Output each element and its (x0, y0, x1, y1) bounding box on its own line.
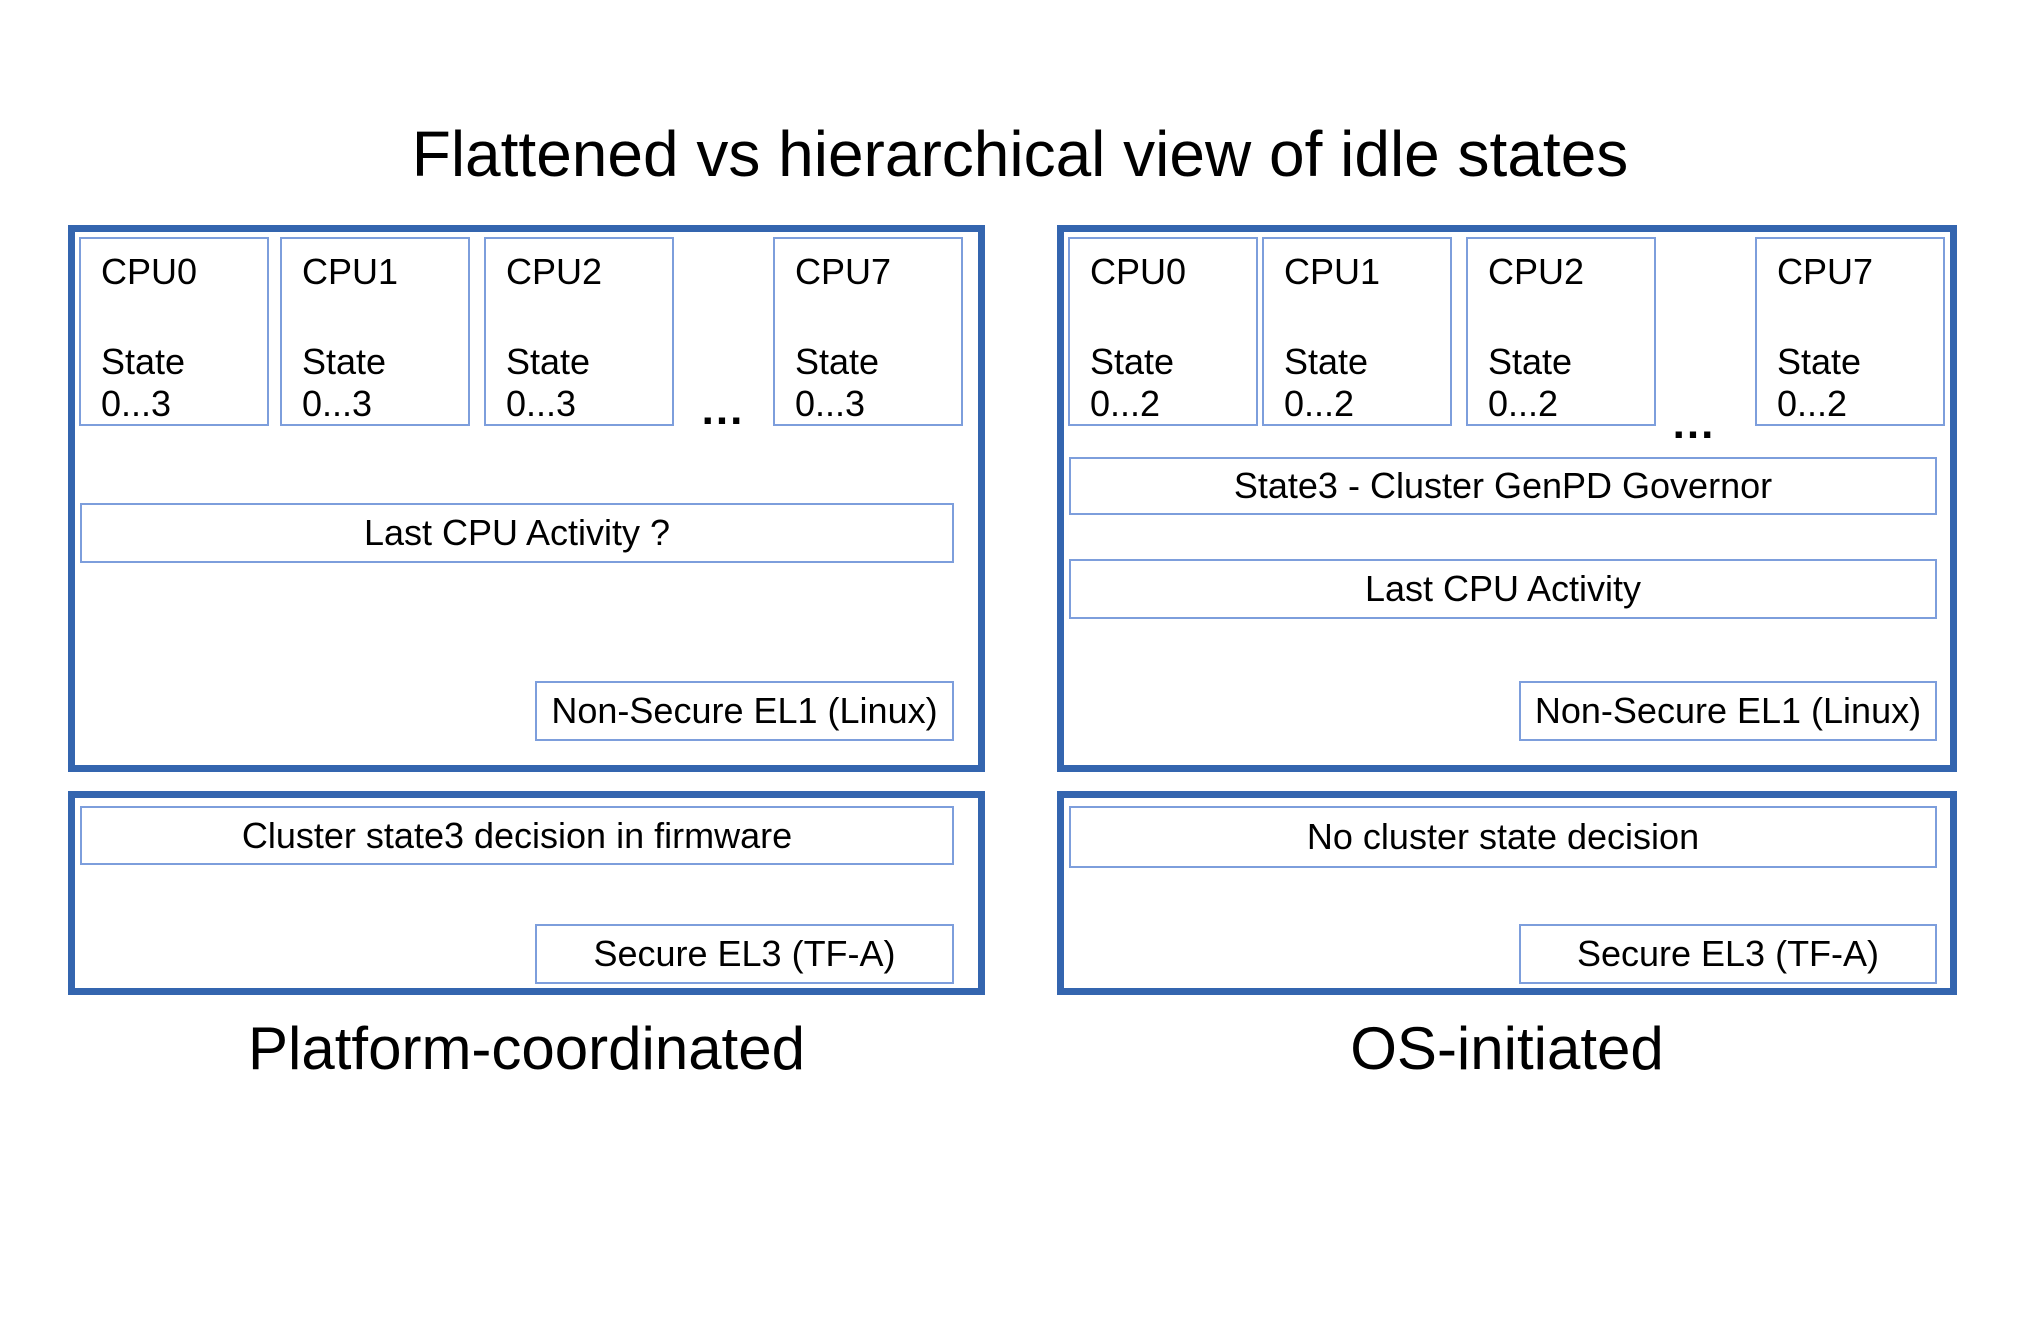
cpu-state: State 0...2 (1284, 341, 1369, 424)
cluster-decision-box: No cluster state decision (1069, 806, 1937, 868)
cluster-decision-box: Cluster state3 decision in firmware (80, 806, 954, 865)
cpu-name: CPU0 (101, 251, 198, 292)
cpu-name: CPU1 (302, 251, 399, 292)
cpu-state: State 0...3 (506, 341, 591, 424)
cpu-state: State 0...2 (1777, 341, 1862, 424)
cpu-name: CPU2 (1488, 251, 1585, 292)
platform-coordinated-el3-panel: Cluster state3 decision in firmware Secu… (68, 791, 985, 995)
cpu-state: State 0...2 (1488, 341, 1573, 424)
cpu-name: CPU0 (1090, 251, 1187, 292)
cpu-name: CPU1 (1284, 251, 1381, 292)
cpu-state: State 0...3 (302, 341, 387, 424)
diagram-title: Flattened vs hierarchical view of idle s… (411, 118, 1629, 190)
genpd-governor-box: State3 - Cluster GenPD Governor (1069, 457, 1937, 515)
cpu-name: CPU7 (1777, 251, 1874, 292)
cpu-box: CPU0 State 0...3 (79, 237, 269, 426)
platform-coordinated-label: Platform-coordinated (248, 1015, 805, 1082)
last-cpu-activity-box: Last CPU Activity ? (80, 503, 954, 563)
os-initiated-el3-panel: No cluster state decision Secure EL3 (TF… (1057, 791, 1957, 995)
os-initiated-label: OS-initiated (1350, 1015, 1664, 1082)
os-initiated-el1-panel: CPU0 State 0...2 CPU1 State 0...2 CPU2 S… (1057, 225, 1957, 772)
last-cpu-activity-box: Last CPU Activity (1069, 559, 1937, 619)
non-secure-el1-box: Non-Secure EL1 (Linux) (535, 681, 954, 741)
non-secure-el1-box: Non-Secure EL1 (Linux) (1519, 681, 1937, 741)
cpu-box: CPU0 State 0...2 (1068, 237, 1258, 426)
cpu-state: State 0...3 (795, 341, 880, 424)
cpu-state: State 0...3 (101, 341, 186, 424)
cpu-box: CPU7 State 0...2 (1755, 237, 1945, 426)
secure-el3-box: Secure EL3 (TF-A) (1519, 924, 1937, 984)
cpu-box: CPU1 State 0...2 (1262, 237, 1452, 426)
cpu-box: CPU7 State 0...3 (773, 237, 963, 426)
cpu-box: CPU2 State 0...2 (1466, 237, 1656, 426)
secure-el3-box: Secure EL3 (TF-A) (535, 924, 954, 984)
cpu-name: CPU7 (795, 251, 892, 292)
cpu-state: State 0...2 (1090, 341, 1175, 424)
cpu-box: CPU1 State 0...3 (280, 237, 470, 426)
platform-coordinated-el1-panel: CPU0 State 0...3 CPU1 State 0...3 CPU2 S… (68, 225, 985, 772)
cpu-box: CPU2 State 0...3 (484, 237, 674, 426)
cpu-ellipsis: ... (701, 385, 745, 434)
cpu-name: CPU2 (506, 251, 603, 292)
cpu-ellipsis: ... (1672, 399, 1716, 448)
